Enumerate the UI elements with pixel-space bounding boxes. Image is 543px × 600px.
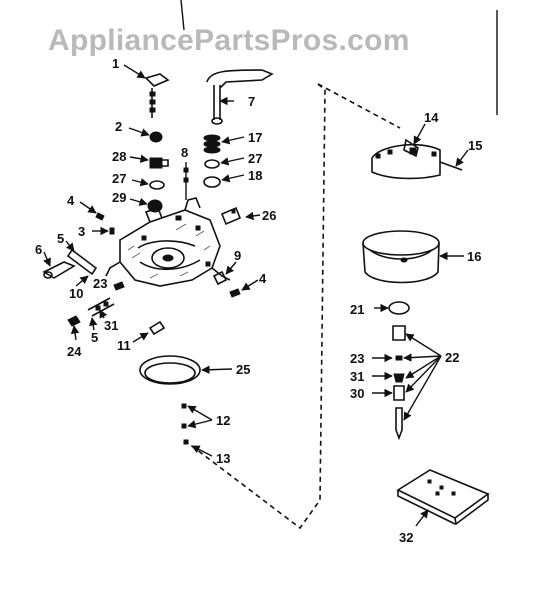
- callout-25: 25: [236, 362, 250, 377]
- part-26-fitting: [220, 206, 242, 226]
- callout-24: 24: [67, 344, 82, 359]
- part-17-spring: [203, 134, 221, 154]
- part-15-pin: [439, 161, 463, 171]
- top-stray-line: [180, 0, 185, 31]
- group-bracket-top-dashed: [317, 83, 401, 129]
- part-1-screw: [144, 73, 170, 118]
- callout-23-left: 23: [93, 276, 107, 291]
- part-6-shaft: [42, 261, 76, 279]
- callout-8: 8: [181, 145, 188, 160]
- callout-29: 29: [112, 190, 126, 205]
- callout-27-left: 27: [112, 171, 126, 186]
- callout-7: 7: [248, 94, 255, 109]
- callout-10: 10: [69, 286, 83, 301]
- callout-4-lower: 4: [259, 271, 267, 286]
- part-25-gasket: [139, 355, 201, 385]
- part-12-pins: [181, 403, 187, 429]
- part-9-screw: [212, 270, 228, 286]
- callout-32: 32: [399, 530, 413, 545]
- callout-27-right: 27: [248, 151, 262, 166]
- callout-21: 21: [350, 302, 364, 317]
- callout-22: 22: [445, 350, 459, 365]
- part-21-cap: [388, 301, 410, 315]
- part-2-washer: [149, 131, 163, 143]
- part-14-float: [371, 138, 441, 180]
- callout-2: 2: [115, 119, 122, 134]
- part-28-fitting: [149, 157, 169, 169]
- part-27-ring-left: [149, 180, 165, 190]
- callout-12: 12: [216, 413, 230, 428]
- part-3-pin: [109, 227, 115, 235]
- part-4-screw-lower: [229, 288, 241, 298]
- callout-5-upper: 5: [57, 231, 64, 246]
- part-16-bowl: [362, 230, 440, 284]
- callout-6: 6: [35, 242, 42, 257]
- part-27-ring-right: [204, 159, 220, 169]
- callout-17: 17: [248, 130, 262, 145]
- part-13-screw: [183, 439, 189, 445]
- callout-28: 28: [112, 149, 126, 164]
- part-4-screw-upper: [95, 212, 105, 221]
- callout-23-right: 23: [350, 351, 364, 366]
- callout-15: 15: [468, 138, 482, 153]
- callout-31-left: 31: [104, 318, 118, 333]
- part-11-pin: [148, 320, 166, 336]
- callout-16: 16: [467, 249, 481, 264]
- part-22-jet-assembly: [392, 325, 406, 441]
- carburetor-body: [105, 197, 231, 287]
- callout-1: 1: [112, 56, 119, 71]
- part-32-plate: [396, 469, 490, 526]
- part-23-clip-left: [113, 281, 125, 291]
- callout-31-right: 31: [350, 369, 364, 384]
- callout-18: 18: [248, 168, 262, 183]
- callout-13: 13: [216, 451, 230, 466]
- callout-3: 3: [78, 224, 85, 239]
- part-18-nut: [203, 176, 221, 188]
- callout-14: 14: [424, 110, 439, 125]
- callout-5-lower: 5: [91, 330, 98, 345]
- part-24-nut: [67, 315, 81, 327]
- callout-30: 30: [350, 386, 364, 401]
- callout-11: 11: [117, 338, 131, 353]
- part-5-lever-upper: [66, 248, 98, 276]
- callout-26: 26: [262, 208, 276, 223]
- callout-9: 9: [234, 248, 241, 263]
- callout-4-upper: 4: [67, 193, 75, 208]
- part-7-lever: [206, 69, 274, 125]
- watermark-text: AppliancePartsPros.com: [48, 24, 410, 57]
